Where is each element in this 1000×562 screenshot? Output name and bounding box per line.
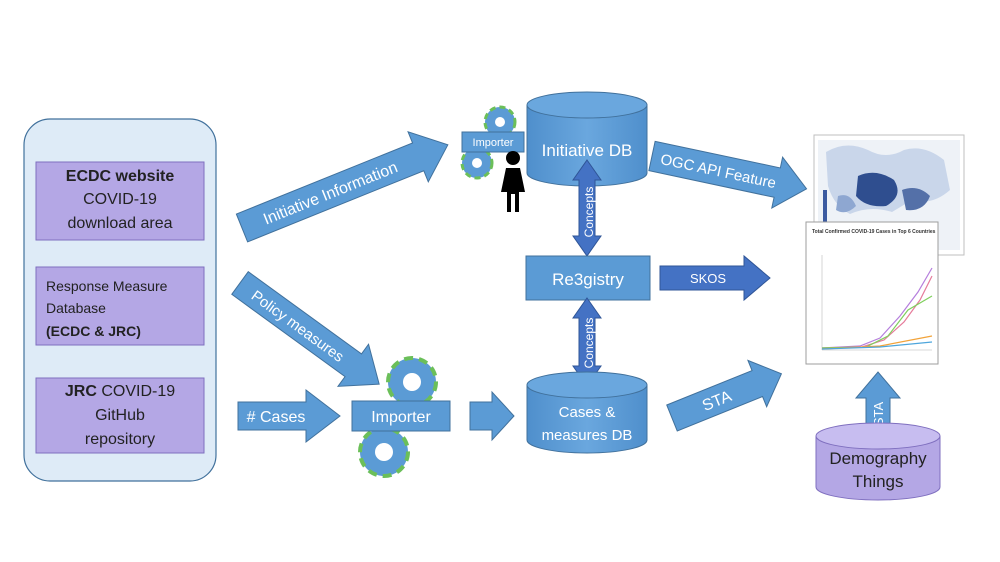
response-line2: Database (46, 300, 106, 316)
jrc-github-box: JRC COVID-19 GitHub repository (35, 377, 205, 454)
cases-db-line2: measures DB (542, 427, 633, 444)
jrc-line2: GitHub (95, 407, 145, 424)
cases-db-line1: Cases & (559, 404, 616, 421)
registry-label: Re3gistry (552, 270, 624, 289)
concepts-bottom-arrow: Concepts (572, 297, 602, 387)
skos-arrow: SKOS (659, 254, 771, 302)
ecdc-website-line2: COVID-19 (83, 191, 157, 208)
importer-main-box: Importer (351, 400, 451, 432)
jrc-bold: JRC (65, 383, 97, 400)
ogc-api-arrow: OGC API Feature (648, 140, 808, 210)
ecdc-website-line3: download area (68, 215, 173, 232)
importer-main-label: Importer (371, 409, 431, 426)
importer-small-label: Importer (473, 137, 514, 149)
chart-screenshot: Total Confirmed COVID-19 Cases in Top 6 … (805, 221, 939, 365)
importer-small-box: Importer (461, 131, 525, 153)
sta-demography-label: STA (871, 402, 886, 427)
policy-measures-arrow: Policy measures (231, 270, 380, 387)
initiative-information-arrow: Initiative Information (235, 130, 449, 243)
jrc-line1-rest: COVID-19 (97, 383, 175, 400)
response-measure-box: Response Measure Database (ECDC & JRC) (35, 266, 205, 346)
initiative-information-label: Initiative Information (261, 159, 400, 228)
sta-main-arrow: STA (666, 359, 783, 432)
concepts-top-arrow: Concepts (572, 159, 602, 257)
registry-box: Re3gistry (525, 255, 651, 301)
initiative-db-cylinder: Initiative DB (526, 91, 648, 187)
response-line3: (ECDC & JRC) (46, 323, 141, 339)
demography-things-cylinder: Demography Things (815, 422, 941, 501)
policy-measures-label: Policy measures (248, 287, 347, 365)
jrc-line3: repository (85, 431, 155, 448)
demography-line2: Things (852, 472, 903, 491)
jrc-line1: JRC COVID-19 (65, 383, 175, 400)
chart-screenshot-title: Total Confirmed COVID-19 Cases in Top 6 … (812, 229, 936, 235)
importer-to-db-arrow (469, 390, 515, 442)
cases-label: # Cases (247, 409, 306, 426)
initiative-db-label: Initiative DB (542, 141, 633, 160)
skos-label: SKOS (690, 271, 726, 286)
concepts-bottom-label: Concepts (582, 318, 596, 369)
response-line1: Response Measure (46, 278, 168, 294)
ecdc-website-box: ECDC website COVID-19 download area (35, 161, 205, 241)
ecdc-website-title: ECDC website (66, 168, 175, 185)
person-icon (501, 151, 525, 212)
sta-demography-arrow: STA (854, 371, 902, 433)
cases-db-cylinder: Cases & measures DB (526, 371, 648, 454)
demography-line1: Demography (829, 449, 927, 468)
cases-arrow: # Cases (237, 388, 341, 444)
gear-icon (358, 426, 410, 478)
concepts-top-label: Concepts (582, 187, 596, 238)
gear-icon (386, 356, 438, 408)
